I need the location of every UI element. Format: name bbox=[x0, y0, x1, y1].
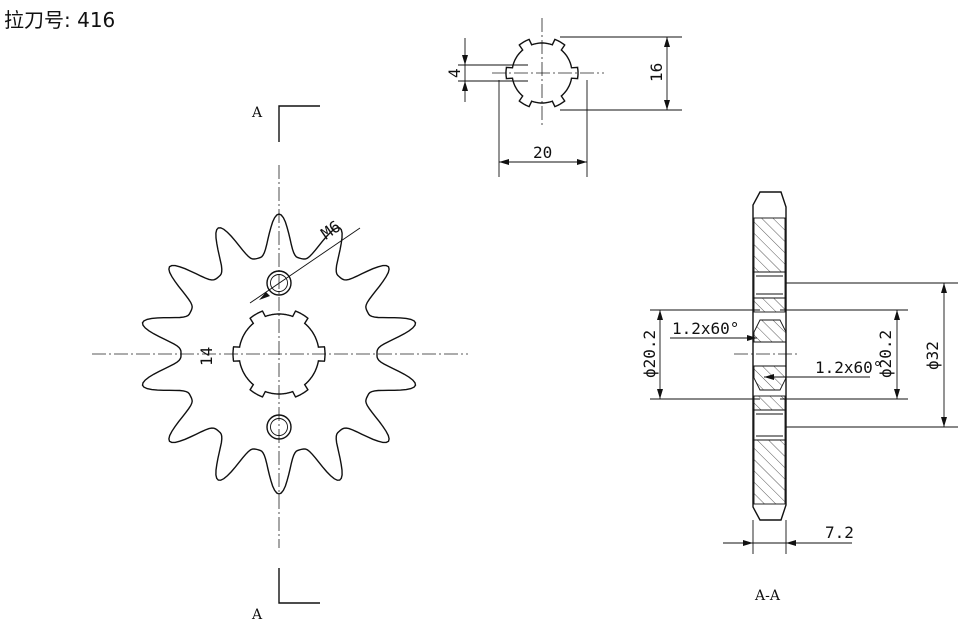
hatch-bottom-rim bbox=[753, 439, 786, 505]
bore-arrow-lb bbox=[657, 389, 663, 399]
hatch-upper-bore bbox=[753, 319, 787, 343]
thread-label: M6 bbox=[317, 217, 344, 244]
chamfer-left-arrow bbox=[747, 335, 757, 341]
bore-right-text: ϕ20.2 bbox=[876, 330, 895, 378]
thick-arrow-right bbox=[786, 540, 796, 546]
height-arrow-top bbox=[664, 37, 670, 47]
slot-dim-text: 4 bbox=[445, 68, 464, 78]
bolt-hole-top-thread bbox=[270, 274, 288, 292]
front-view: M6 14 A A bbox=[92, 105, 468, 623]
slot-arrow-bottom bbox=[462, 81, 468, 91]
section-mark-top: A bbox=[251, 105, 263, 121]
bore-arrow-rt bbox=[894, 310, 900, 320]
section-mark-bottom: A bbox=[251, 607, 263, 623]
thickness-text: 7.2 bbox=[825, 523, 854, 542]
teeth-count-label: 14 bbox=[197, 347, 216, 366]
bolt-hole-bottom-thread bbox=[270, 418, 288, 436]
bolt-hole-bottom bbox=[266, 414, 292, 440]
od-arrow-top bbox=[941, 283, 947, 293]
drawing-title: 拉刀号: 416 bbox=[4, 8, 115, 32]
height-arrow-bottom bbox=[664, 100, 670, 110]
bolt-hole-top bbox=[266, 270, 292, 296]
spline-detail-outline bbox=[505, 38, 579, 108]
height-dim-text: 16 bbox=[647, 63, 666, 82]
section-arrow-bottom bbox=[278, 568, 320, 604]
chamfer-left-text: 1.2x60° bbox=[672, 319, 739, 338]
bore-left-text: ϕ20.2 bbox=[640, 330, 659, 378]
spline-detail: 20 16 4 bbox=[445, 18, 682, 177]
outer-diameter-text: ϕ32 bbox=[923, 341, 942, 370]
chamfer-right-arrow bbox=[764, 374, 774, 380]
section-label: A-A bbox=[754, 588, 781, 604]
thick-arrow-left bbox=[743, 540, 753, 546]
m6-leader-line bbox=[249, 227, 361, 304]
bore-arrow-lt bbox=[657, 310, 663, 320]
bolt-hole-section-bottom bbox=[753, 409, 786, 441]
section-view: ϕ20.2 ϕ20.2 ϕ32 1.2x60° 1.2x60° 7.2 A-A bbox=[640, 191, 958, 604]
od-arrow-bottom bbox=[941, 417, 947, 427]
hatch-top-rim bbox=[753, 217, 786, 273]
hatch-bottom-hub bbox=[753, 395, 786, 411]
section-body-outline bbox=[752, 191, 787, 521]
width-arrow-right bbox=[577, 159, 587, 165]
m6-arrow bbox=[259, 292, 270, 300]
bore-arrow-rb bbox=[894, 389, 900, 399]
chamfer-right-text: 1.2x60° bbox=[815, 358, 882, 377]
width-dim-text: 20 bbox=[533, 143, 552, 162]
sprocket-outline bbox=[141, 213, 417, 495]
bolt-hole-section-top bbox=[753, 271, 786, 299]
section-arrow-top bbox=[278, 105, 320, 142]
width-arrow-left bbox=[499, 159, 509, 165]
slot-arrow-top bbox=[462, 55, 468, 65]
spline-bore bbox=[232, 310, 326, 398]
